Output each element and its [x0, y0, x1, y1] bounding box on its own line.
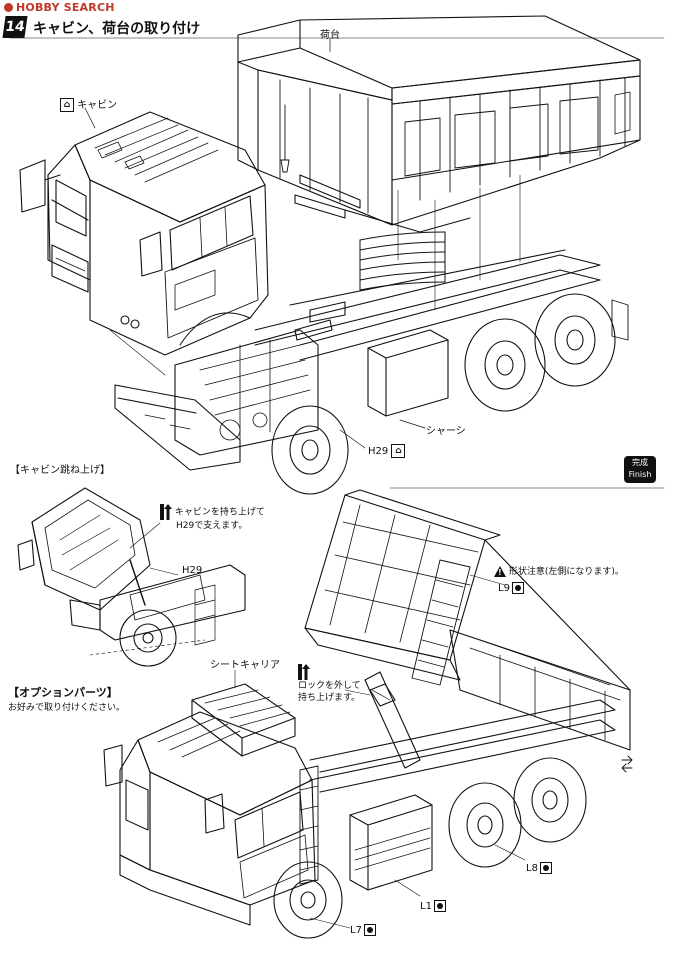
step-title: キャビン、荷台の取り付け [33, 21, 201, 37]
warning-icon [494, 566, 506, 579]
chassis-top [114, 231, 629, 495]
swap-arrow-icon [621, 755, 633, 773]
tilt-heading: 【キャビン跳ね上げ】 [10, 465, 110, 476]
part-h29-label: H29 ⌂ [368, 444, 406, 458]
step-number: 14 [2, 16, 28, 38]
paint-black-icon [539, 862, 552, 874]
cabin-top [19, 111, 269, 376]
option-heading: 【オプションパーツ】 [8, 686, 118, 699]
paint-black-icon [433, 900, 446, 912]
lock-note: ロックを外して 持ち上げます。 [298, 664, 361, 704]
paint-black-icon [363, 924, 376, 936]
shape-warning: 形状注意(左側になります)。 [494, 566, 624, 579]
chassis-label: シャーシ [426, 426, 466, 437]
dump-bed-top [237, 15, 641, 311]
full-truck-bottom [103, 574, 616, 939]
part-l7-label: L7 [350, 924, 376, 936]
cabin-label: ⌂ キャビン [60, 96, 117, 112]
option-sub: お好みで取り付けください。 [8, 703, 126, 713]
watermark-logo-icon [4, 3, 13, 12]
sheet-carrier-label: シートキャリア [210, 660, 280, 671]
part-l1-label: L1 [420, 900, 446, 912]
glue-icon: ⌂ [60, 98, 74, 112]
lift-icon [298, 664, 310, 680]
tilt-note: キャビンを持ち上げて H29で支えます。 [160, 504, 265, 532]
finish-badge: 完成 Finish [624, 456, 656, 483]
part-l9-label: L9 [498, 582, 524, 594]
glue-icon: ⌂ [391, 444, 406, 458]
part-l8-label: L8 [526, 862, 552, 874]
tipped-bed [304, 489, 631, 769]
tilt-part-h29: H29 [182, 565, 203, 576]
cab-tilt-view [17, 487, 246, 667]
watermark: HOBBY SEARCH [4, 1, 115, 14]
lift-icon [160, 504, 172, 520]
bed-label: 荷台 [320, 30, 340, 41]
paint-black-icon [511, 582, 524, 594]
